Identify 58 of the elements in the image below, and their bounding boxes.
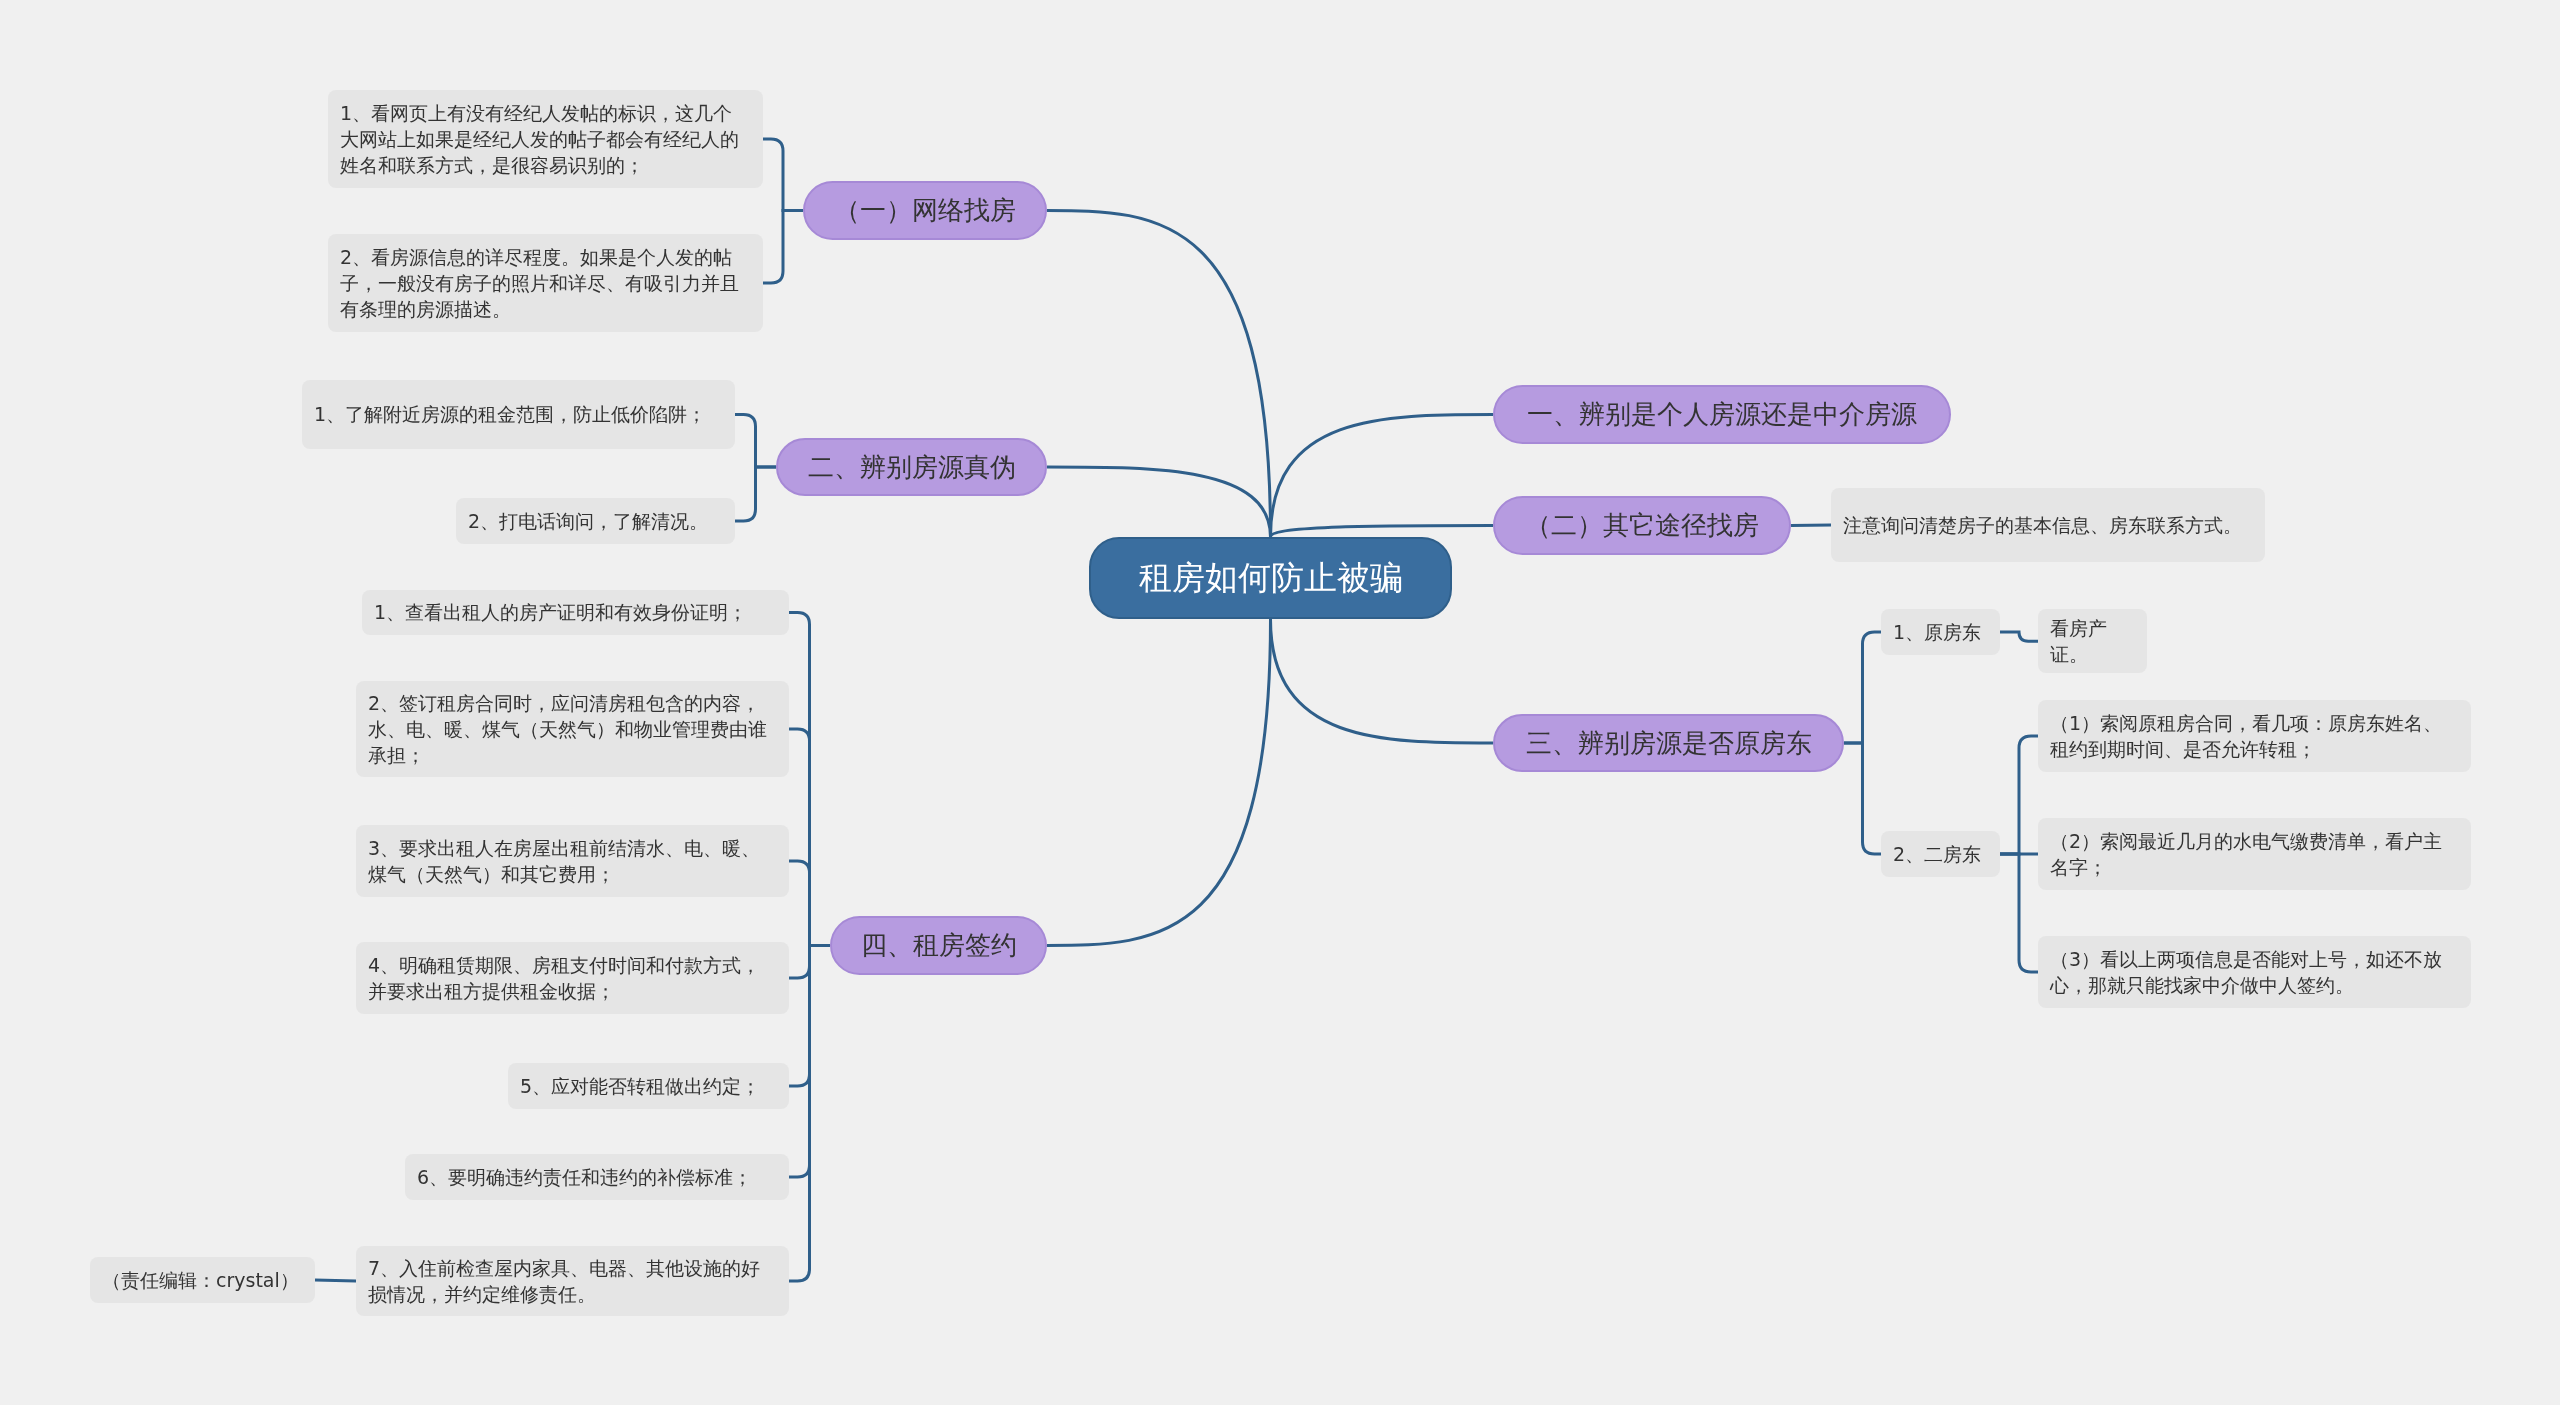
connector-line: [1844, 741, 1881, 856]
topic-text: 2、签订租房合同时，应问清房租包含的内容，水、电、暖、煤气（天然气）和物业管理费由谁承担；: [368, 690, 768, 769]
note-card: [328, 90, 763, 188]
topic-text: 2、二房东: [1893, 841, 1982, 867]
topic-text: 7、入住前检查屋内家具、电器、其他设施的好损情况，并约定维修责任。: [368, 1255, 762, 1307]
topic-text: 三、辨别房源是否原房东: [1525, 726, 1812, 760]
topic-text: （2）索阅最近几月的水电气缴费清单，看户主名字；: [2050, 828, 2444, 880]
connector-line: [2000, 852, 2038, 974]
connector-line: [735, 465, 776, 523]
connector-line: [1269, 524, 1493, 538]
note-card: [356, 825, 789, 897]
note-card: [2038, 936, 2471, 1008]
topic-text: 看房产证。: [2050, 616, 2108, 668]
connector-line: [1269, 618, 1493, 745]
topic-text: 1、原房东: [1893, 619, 1982, 645]
note-card: [90, 1257, 315, 1303]
note-card: [328, 234, 763, 332]
connector-line: [789, 944, 830, 1283]
topic-text: 四、租房签约: [860, 929, 1017, 962]
topic-text: 6、要明确违约责任和违约的补偿标准；: [417, 1164, 753, 1190]
topic-text: 租房如何防止被骗: [1138, 556, 1403, 599]
note-card: [508, 1063, 789, 1109]
note-card: [2038, 700, 2471, 772]
note-card: [362, 590, 789, 635]
note-card: [356, 681, 789, 777]
connector-line: [1790, 523, 1832, 527]
connector-line: [2000, 630, 2038, 643]
topic-text: 1、查看出租人的房产证明和有效身份证明；: [374, 600, 748, 626]
topic-text: 2、打电话询问，了解清况。: [468, 508, 709, 534]
note-card: [356, 1246, 789, 1316]
topic-text: 3、要求出租人在房屋出租前结清水、电、暖、煤气（天然气）和其它费用；: [368, 835, 762, 887]
note-card: [456, 498, 735, 544]
topic-text: （1）索阅原租房合同，看几项：原房东姓名、租约到期时间、是否允许转租；: [2050, 710, 2444, 762]
topic-text: 5、应对能否转租做出约定；: [520, 1073, 761, 1099]
note-card: [1831, 488, 2265, 562]
note-card: [405, 1154, 789, 1200]
topic-text: 注意询问清楚房子的基本信息、房东联系方式。: [1843, 512, 2242, 538]
note-card: [2038, 609, 2147, 674]
branch-topic: [1493, 714, 1844, 772]
topic-text: 4、明确租赁期限、房租支付时间和付款方式，并要求出租方提供租金收据；: [368, 952, 762, 1004]
branch-topic: [776, 438, 1047, 496]
topic-text: （二）其它途径找房: [1525, 509, 1759, 542]
note-card: [1881, 609, 2000, 655]
topic-text: 1、了解附近房源的租金范围，防止低价陷阱；: [314, 402, 707, 428]
note-card: [356, 942, 789, 1014]
note-card: [302, 380, 735, 449]
topic-text: （一）网络找房: [834, 194, 1016, 227]
topic-text: 一、辨别是个人房源还是中介房源: [1527, 398, 1917, 431]
topic-text: 2、看房源信息的详尽程度。如果是个人发的帖子，一般没有房子的照片和详尽、有吸引力并且有条理的房源描述。: [340, 244, 740, 323]
topic-text: （责任编辑：crystal）: [102, 1267, 299, 1293]
note-card: [1881, 831, 2000, 877]
topic-text: （3）看以上两项信息是否能对上号，如还不放心，那就只能找家中介做中人签约。: [2050, 946, 2444, 998]
note-card: [2038, 818, 2471, 890]
connector-line: [763, 209, 803, 285]
connector-line: [314, 1278, 357, 1283]
central-topic: [1089, 537, 1452, 619]
topic-text: 1、看网页上有没有经纪人发帖的标识，这几个大网站上如果是经纪人发的帖子都会有经纪人的姓名和联系方式，是很容易识别的；: [340, 100, 740, 179]
topic-text: 二、辨别房源真伪: [807, 450, 1016, 484]
